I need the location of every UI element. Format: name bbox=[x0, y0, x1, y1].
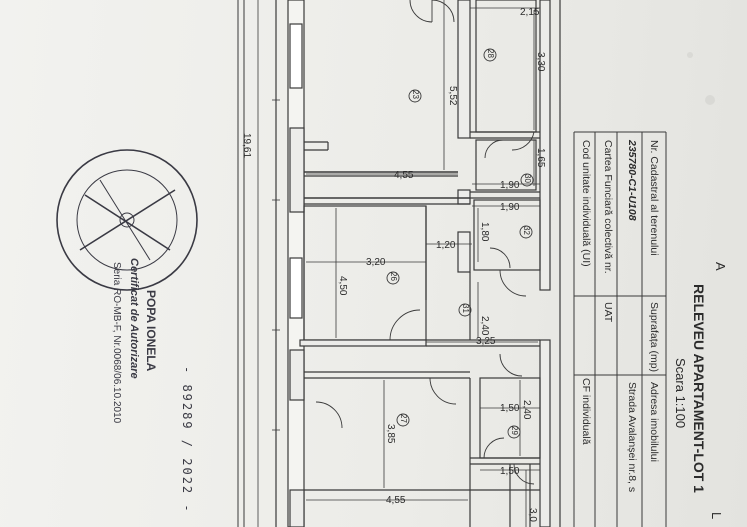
dim-3-0: 3,0 bbox=[527, 508, 538, 522]
room-number-26: 26 bbox=[389, 272, 398, 281]
dim-3-25: 3,25 bbox=[476, 336, 496, 347]
handwritten-number: - 89289 / 2022 - bbox=[180, 366, 194, 514]
table-address-value: Strada Avalanșei nr.8, s bbox=[626, 382, 638, 493]
table-area-label: Suprafața (mp) bbox=[648, 302, 660, 373]
dim-4-50: 4,50 bbox=[337, 276, 348, 296]
document-scale: Scara 1:100 bbox=[673, 358, 688, 429]
stamp-name: POPA IONELA bbox=[144, 290, 158, 372]
dim-3-85: 3,85 bbox=[385, 424, 396, 444]
dim-overall: 19,61 bbox=[241, 133, 252, 159]
room-number-30: 30 bbox=[523, 174, 532, 183]
dim-2-40-b: 2,40 bbox=[521, 400, 532, 420]
dim-3-30: 3,30 bbox=[535, 52, 546, 72]
dim-1-50-b: 1,50 bbox=[500, 466, 520, 477]
room-number-31: 31 bbox=[461, 304, 470, 313]
dim-1-65: 1,65 bbox=[535, 148, 546, 168]
table-address-label: Adresa imobilului bbox=[648, 382, 660, 462]
dim-4-55-top: 4,55 bbox=[394, 170, 414, 181]
room-number-23: 23 bbox=[411, 90, 420, 99]
dim-1-90-a: 1,90 bbox=[500, 180, 520, 191]
document-title: RELEVEU APARTAMENT-LOT 1 bbox=[691, 284, 707, 493]
table-cf-label: Cartea Funciară colectivă nr. bbox=[602, 140, 614, 274]
dim-2-40-a: 2,40 bbox=[479, 316, 490, 336]
dim-1-90-b: 1,90 bbox=[500, 202, 520, 213]
room-number-27: 27 bbox=[399, 414, 408, 423]
stamp-seal bbox=[56, 149, 198, 291]
dim-1-50-a: 1,50 bbox=[500, 403, 520, 414]
table-cadastral-label: Nr. Cadastral al terenului bbox=[648, 140, 660, 256]
dim-3-20: 3,20 bbox=[366, 257, 386, 268]
stamp-certificate: Certificat de Autorizare bbox=[128, 258, 140, 379]
table-uat-label: UAT bbox=[602, 302, 614, 323]
room-number-29: 29 bbox=[510, 426, 519, 435]
dim-2-15: 2,15 bbox=[520, 7, 540, 18]
dim-5-52: 5,52 bbox=[447, 86, 458, 106]
dim-1-20: 1,20 bbox=[436, 240, 456, 251]
dim-4-55-bottom: 4,55 bbox=[386, 495, 406, 506]
dim-1-80: 1,80 bbox=[479, 222, 490, 242]
corner-letter: A bbox=[713, 262, 728, 271]
table-cf-individual-label: CF individuală bbox=[580, 378, 592, 445]
table-ui-label: Cod unitate individuală (UI) bbox=[580, 140, 592, 267]
corner-bottom: L bbox=[709, 512, 724, 520]
room-number-28: 28 bbox=[486, 49, 495, 58]
room-number-32: 32 bbox=[522, 226, 531, 235]
stamp-series: Seria RO-MB-F, Nr.0068/06.10.2010 bbox=[111, 262, 122, 424]
table-cadastral-value: 235780-C1-U108 bbox=[626, 140, 638, 221]
